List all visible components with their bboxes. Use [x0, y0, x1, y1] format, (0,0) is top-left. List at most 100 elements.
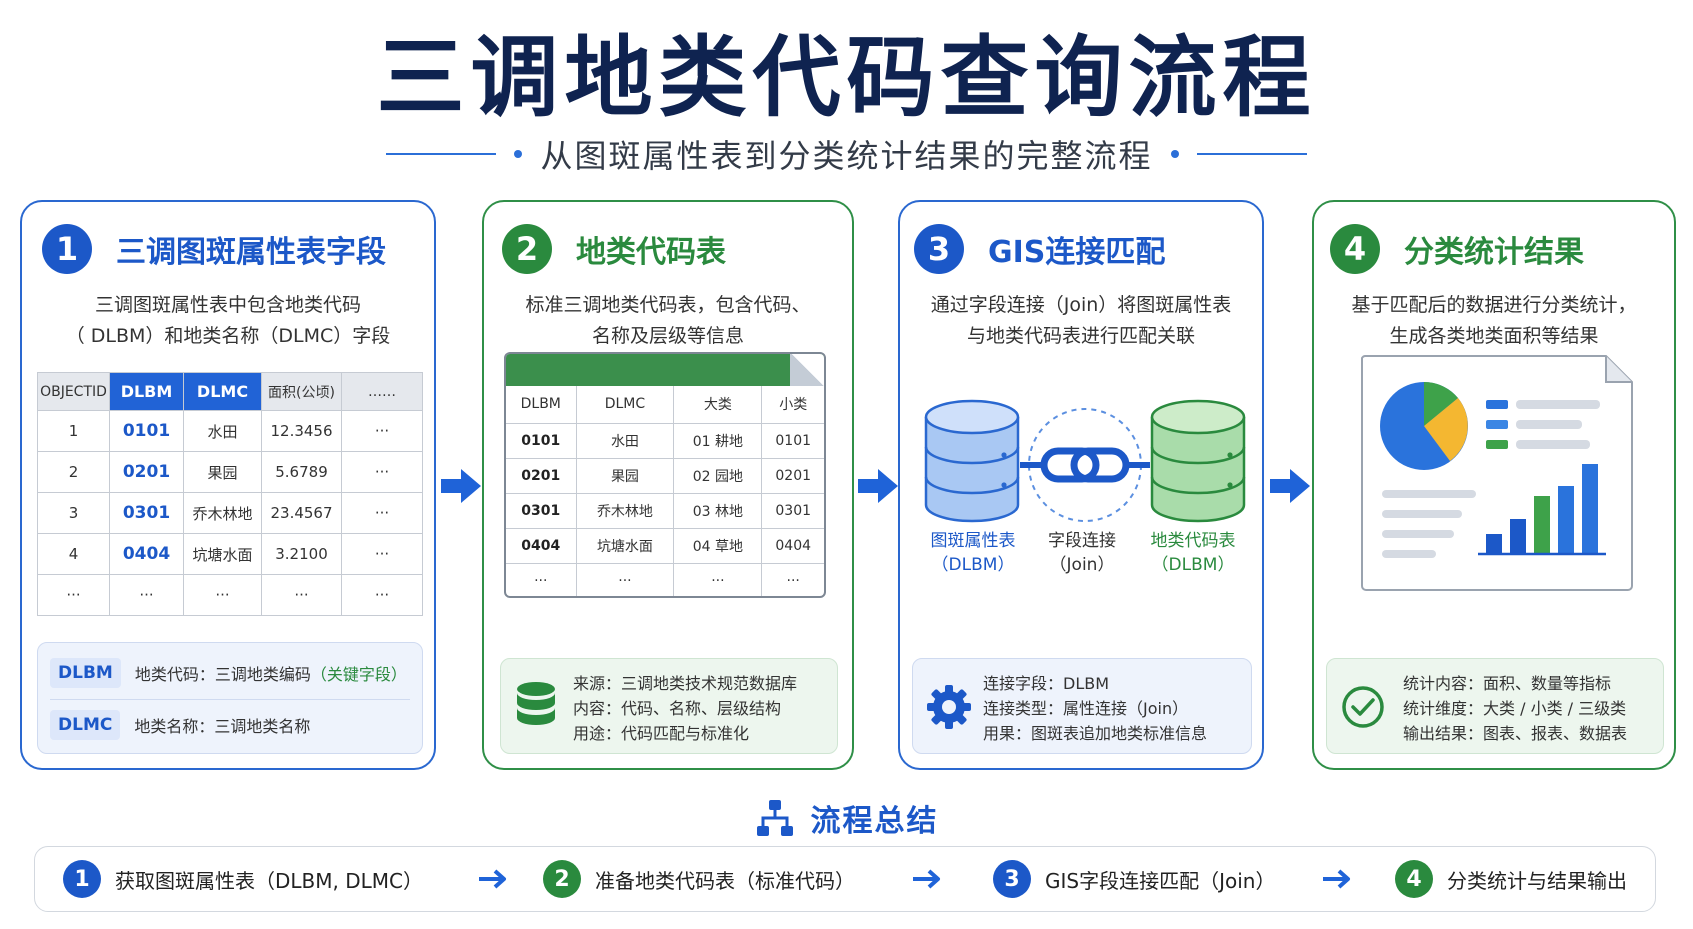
summary-step-1-text: 获取图斑属性表（DLBM, DLMC）	[115, 868, 423, 893]
table-cell: 12.3456	[261, 410, 342, 452]
table-cell: 02 园地	[673, 457, 763, 494]
legend-divider	[50, 699, 410, 700]
db-left-label-line2: （DLBM）	[931, 555, 1015, 575]
table-cell: 4	[37, 533, 110, 575]
panel-1-desc-line2: （ DLBM）和地类名称（DLMC）字段	[65, 325, 391, 347]
table-cell: 04 草地	[673, 527, 763, 564]
info-stat-dimension: 统计维度：大类 / 小类 / 三级类	[1403, 699, 1627, 718]
page-subtitle: 从图斑属性表到分类统计结果的完整流程	[540, 137, 1153, 175]
col-more: ……	[341, 372, 423, 411]
table-cell: 乔木林地	[183, 492, 262, 534]
table-cell-code: 0301	[506, 492, 577, 529]
panel-2-header: 2 地类代码表	[502, 222, 726, 276]
arrow-right-icon	[913, 869, 940, 889]
col-minor-class: 小类	[761, 386, 824, 424]
table-cell: 坑塘水面	[183, 533, 262, 575]
panel-3-header: 3 GIS连接匹配	[914, 222, 1165, 276]
statistics-info: 统计内容：面积、数量等指标 统计维度：大类 / 小类 / 三级类 输出结果：图表…	[1326, 658, 1664, 754]
table-cell: 果园	[183, 451, 262, 493]
arrow-right-icon	[1323, 869, 1350, 889]
panel-4-desc-line2: 生成各类地类面积等结果	[1389, 325, 1599, 347]
step-3-badge: 3	[914, 224, 964, 274]
panel-2-desc-line1: 标准三调地类代码表，包含代码、	[525, 294, 811, 316]
db-right-label-line1: 地类代码表	[1150, 531, 1236, 551]
table-cell: 果园	[575, 457, 675, 494]
summary-bar: 1 获取图斑属性表（DLBM, DLMC） 2 准备地类代码表（标准代码） 3 …	[34, 846, 1656, 912]
table-row: 2 0201 果园 5.6789 ···	[37, 451, 423, 493]
table-row: 0201 果园 02 园地 0201	[506, 457, 824, 494]
db-left-label-line1: 图斑属性表	[930, 531, 1016, 551]
panel-gis-join: 3 GIS连接匹配 通过字段连接（Join）将图斑属性表 与地类代码表进行匹配关…	[898, 200, 1264, 770]
info-stat-output: 输出结果：图表、报表、数据表	[1403, 724, 1628, 743]
arrow-right-icon	[858, 469, 898, 503]
col-dlbm: DLBM	[109, 372, 184, 411]
col-dlmc: DLMC	[183, 372, 262, 411]
legend-dlbm-text: 地类代码：三调地类编码（关键字段）	[135, 661, 407, 685]
join-label: 字段连接 （Join）	[1032, 529, 1132, 577]
join-info: 连接字段：DLBM 连接类型：属性连接（Join） 用果：图斑表追加地类标准信息	[912, 658, 1252, 754]
table-cell: 坑塘水面	[575, 527, 675, 564]
table-cell: ···	[183, 574, 262, 616]
summary-header: 流程总结	[0, 796, 1693, 840]
table-cell: 0404	[761, 527, 824, 564]
join-info-text: 连接字段：DLBM 连接类型：属性连接（Join） 用果：图斑表追加地类标准信息	[983, 671, 1207, 746]
table-cell: ···	[506, 562, 577, 596]
info-source: 来源：三调地类技术规范数据库	[573, 674, 798, 693]
code-table-header: DLBM DLMC 大类 小类	[506, 386, 824, 424]
panel-1-desc-line1: 三调图斑属性表中包含地类代码	[94, 294, 361, 316]
code-table-document: DLBM DLMC 大类 小类 0101 水田 01 耕地 0101 0201 …	[504, 352, 826, 598]
table-cell-code: 0201	[109, 451, 184, 493]
chain-link-icon	[1020, 447, 1150, 483]
table-cell: 0201	[761, 457, 824, 494]
info-content: 内容：代码、名称、层级结构	[573, 699, 782, 718]
database-blue-icon	[924, 399, 1020, 523]
document-header-bar	[506, 354, 824, 386]
table-cell: 23.4567	[261, 492, 342, 534]
table-row: 4 0404 坑塘水面 3.2100 ···	[37, 533, 423, 575]
table-cell: ···	[341, 410, 423, 452]
summary-step-4: 4 分类统计与结果输出	[1395, 859, 1627, 899]
table-cell-code: 0101	[506, 422, 577, 459]
table-cell: ···	[575, 562, 675, 596]
subtitle-row: 从图斑属性表到分类统计结果的完整流程	[0, 132, 1693, 176]
table-cell: ···	[341, 451, 423, 493]
db-right-label-line2: （DLBM）	[1151, 555, 1235, 575]
legend-dlbm: DLBM 地类代码：三调地类编码（关键字段）	[50, 653, 410, 693]
col-dlbm: DLBM	[506, 386, 577, 424]
table-cell-code: 0301	[109, 492, 184, 534]
summary-step-1: 1 获取图斑属性表（DLBM, DLMC）	[63, 859, 423, 899]
pie-chart-icon	[1380, 381, 1468, 470]
info-join-field: 连接字段：DLBM	[983, 674, 1110, 693]
summary-step-2-text: 准备地类代码表（标准代码）	[595, 868, 855, 893]
legend-dlmc-desc: 地类名称：三调地类名称	[134, 717, 311, 736]
arrow-right-icon	[441, 469, 481, 503]
legend-dlbm-desc: 地类代码：三调地类编码	[134, 665, 311, 684]
summary-step-3: 3 GIS字段连接匹配（Join）	[993, 859, 1275, 899]
table-cell: ···	[673, 562, 763, 596]
table-cell: 乔木林地	[575, 492, 675, 529]
panel-4-title: 分类统计结果	[1404, 235, 1584, 270]
panel-3-desc-line2: 与地类代码表进行匹配关联	[966, 325, 1195, 347]
subtitle-line-left	[386, 153, 497, 155]
summary-step-3-text: GIS字段连接匹配（Join）	[1045, 868, 1276, 893]
table-cell: ···	[109, 574, 184, 616]
summary-step-4-text: 分类统计与结果输出	[1447, 868, 1627, 893]
join-label-line1: 字段连接	[1048, 531, 1116, 551]
page-title: 三调地类代码查询流程	[376, 26, 1317, 129]
table-cell: 水田	[575, 422, 675, 459]
table-cell: 3	[37, 492, 110, 534]
legend-dlmc: DLMC 地类名称：三调地类名称	[50, 705, 410, 745]
table-cell: ···	[261, 574, 342, 616]
subtitle-line-right	[1196, 153, 1307, 155]
table-cell: ···	[37, 574, 110, 616]
col-area: 面积(公顷)	[261, 372, 342, 411]
summary-step-4-badge: 4	[1395, 860, 1433, 898]
step-1-badge: 1	[42, 224, 92, 274]
table-cell-code: 0101	[109, 410, 184, 452]
panel-2-description: 标准三调地类代码表，包含代码、 名称及层级等信息	[494, 290, 842, 352]
arrow-right-icon	[1270, 469, 1310, 503]
summary-step-3-badge: 3	[993, 860, 1031, 898]
table-cell: 01 耕地	[673, 422, 763, 459]
join-illustration	[924, 399, 1246, 523]
panel-statistics: 4 分类统计结果 基于匹配后的数据进行分类统计， 生成各类地类面积等结果	[1312, 200, 1676, 770]
